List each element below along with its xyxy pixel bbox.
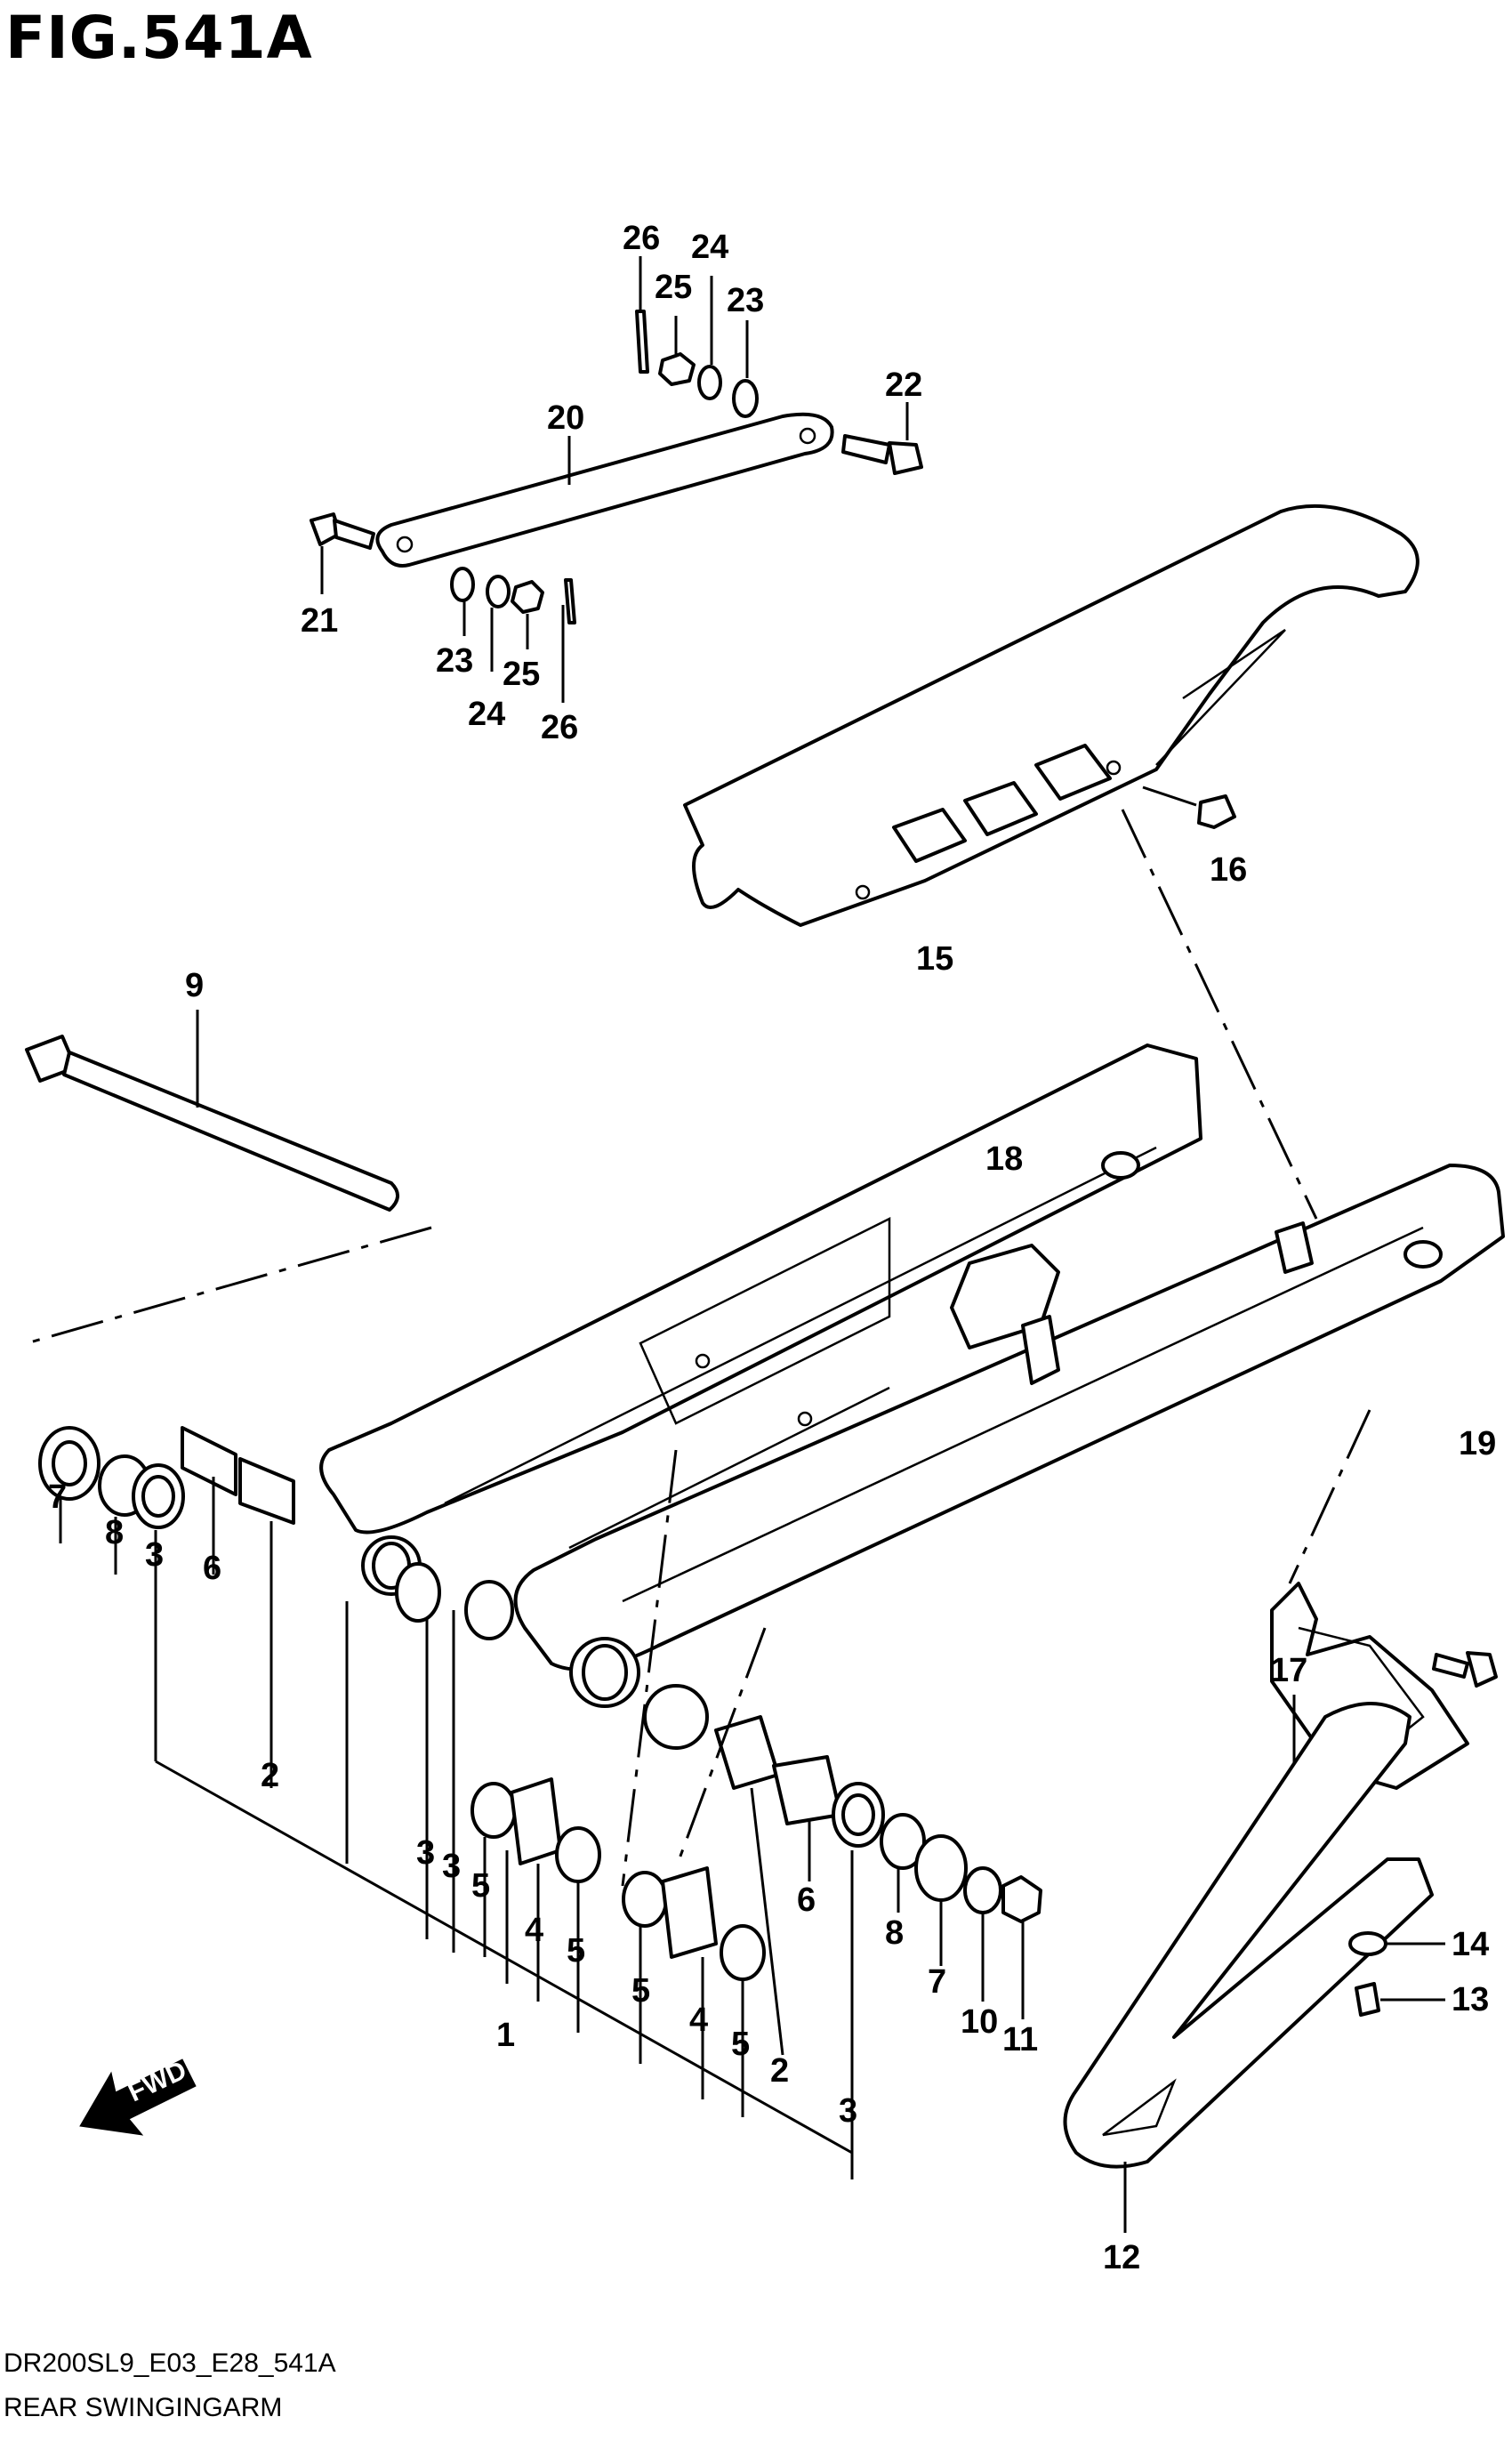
callout-18: 18 [985,1140,1023,1178]
callout-24: 24 [691,229,728,266]
chain-case [683,504,1420,1220]
callout-6: 6 [797,1881,816,1919]
callout-19: 19 [1459,1425,1496,1462]
callout-20: 20 [547,399,584,437]
callout-25: 25 [503,656,540,693]
callout-22: 22 [885,367,922,404]
chain-case-bolt [1142,785,1236,829]
callout-16: 16 [1210,851,1247,889]
callout-5: 5 [731,2026,750,2063]
callout-4: 4 [525,1912,543,1949]
callout-8: 8 [105,1514,124,1551]
callout-5: 5 [471,1867,490,1905]
right-pivot-parts [714,1715,1042,2179]
callout-7: 7 [48,1478,67,1516]
callouts: 26 24 25 23 22 20 21 23 25 24 26 16 15 9… [48,220,1496,2276]
callout-26: 26 [623,220,660,257]
callout-21: 21 [301,602,338,640]
callout-7: 7 [928,1963,946,2001]
callout-23: 23 [727,282,764,319]
callout-4: 4 [689,2002,708,2039]
callout-5: 5 [631,1972,650,2010]
callout-5: 5 [567,1932,585,1970]
callout-26: 26 [541,709,578,746]
leader-lines-main [155,1449,853,2155]
callout-25: 25 [655,269,692,306]
callout-3: 3 [839,2092,857,2130]
callout-2: 2 [770,2052,789,2090]
pivot-shaft [25,1010,432,1345]
callout-13: 13 [1452,1981,1489,2018]
callout-12: 12 [1103,2239,1140,2276]
left-pivot-parts [38,1426,514,1788]
callout-3: 3 [145,1536,164,1574]
callout-15: 15 [916,940,953,978]
callout-9: 9 [185,967,204,1004]
torque-rod-assembly [310,256,923,703]
callout-14: 14 [1452,1926,1489,1963]
callout-8: 8 [885,1914,904,1952]
callout-3: 3 [442,1848,461,1885]
diagram-code: DR200SL9_E03_E28_541A [4,2348,336,2378]
callout-6: 6 [203,1550,221,1587]
fwd-arrow: FWD [79,2056,197,2136]
callout-3: 3 [416,1834,435,1872]
diagram-name: REAR SWINGINGARM [4,2393,283,2422]
callout-17: 17 [1270,1652,1307,1689]
figure-title: FIG.541A [5,4,313,72]
callout-24: 24 [468,696,505,733]
bearing-set [470,1777,766,1981]
swingarm [319,1043,1505,1750]
chain-buffer [1063,1702,1445,2233]
callout-1: 1 [496,2017,515,2054]
callout-11: 11 [1002,2021,1038,2058]
callout-23: 23 [436,642,473,680]
callout-10: 10 [961,2003,998,2041]
callout-2: 2 [261,1757,279,1794]
